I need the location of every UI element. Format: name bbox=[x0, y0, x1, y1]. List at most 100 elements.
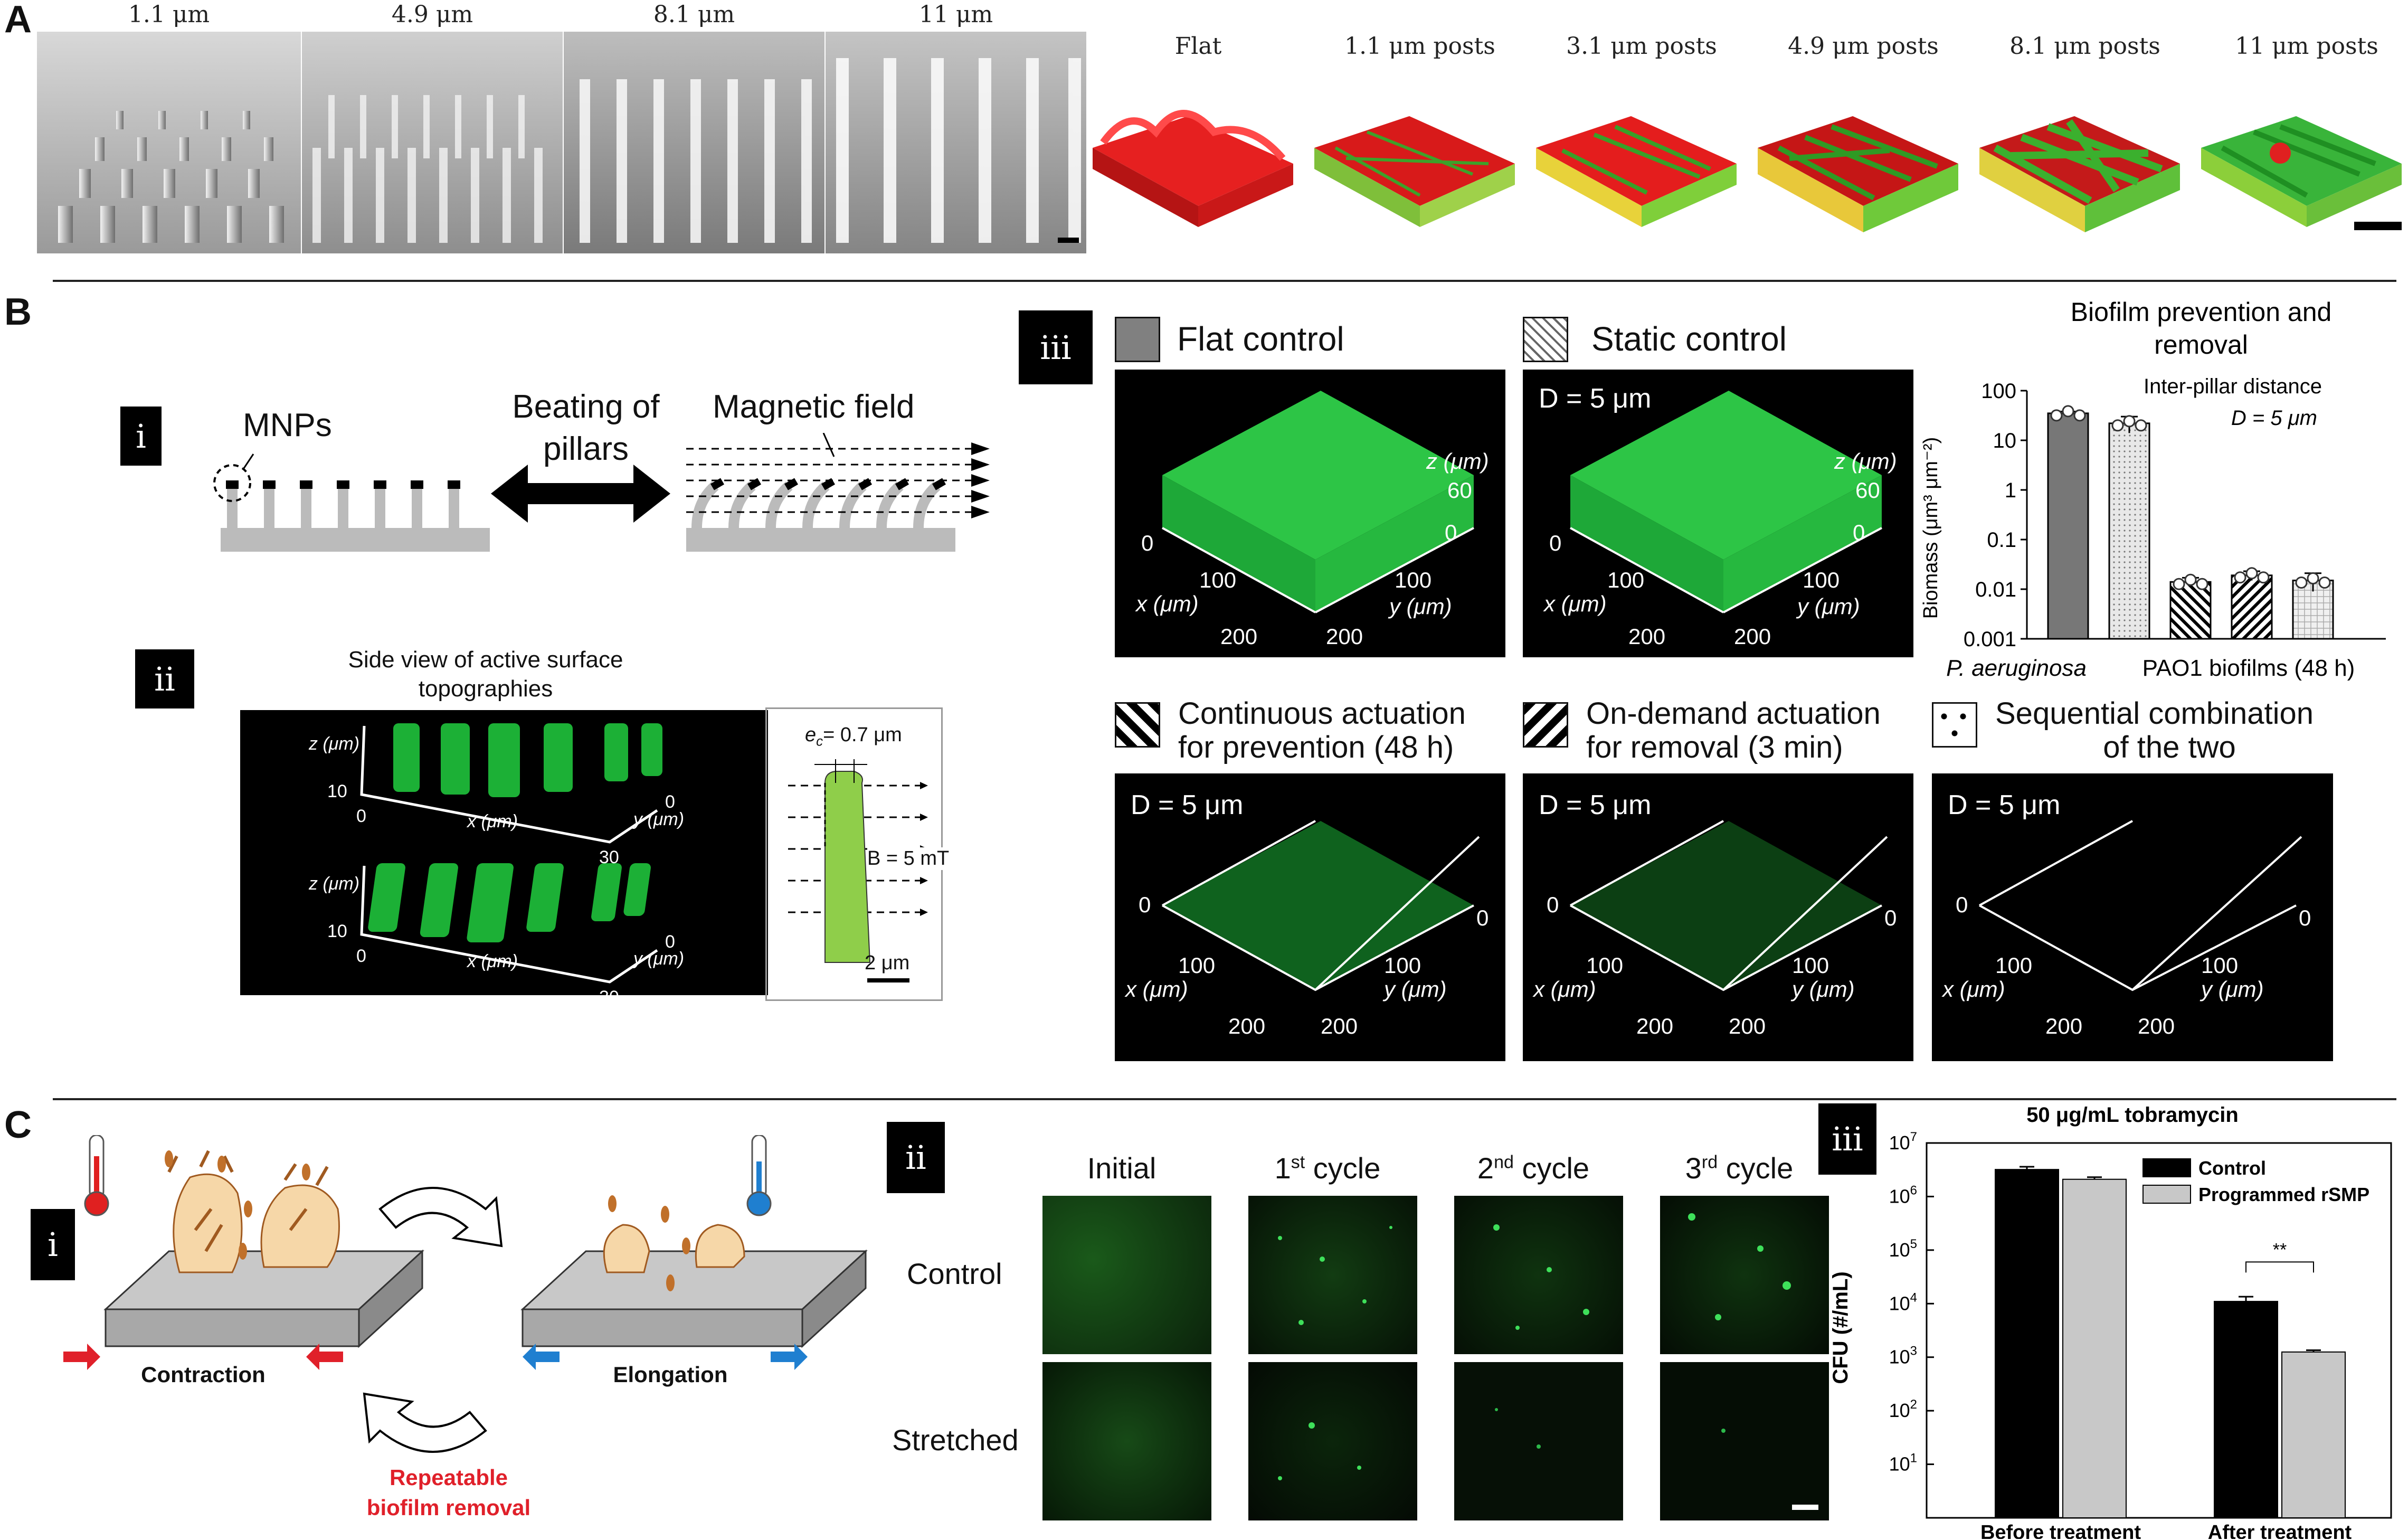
mic-control-cycle1 bbox=[1248, 1196, 1417, 1354]
thermometer-hot-icon bbox=[84, 1135, 109, 1216]
cfu-bar bbox=[2214, 1301, 2278, 1518]
swatch-continuous bbox=[1115, 702, 1160, 748]
svg-text:10: 10 bbox=[327, 921, 347, 941]
svg-text:10: 10 bbox=[327, 781, 347, 801]
side-view-title-l2: topographies bbox=[418, 676, 553, 702]
od-tick-0: 0 bbox=[1547, 892, 1559, 917]
sem-label-2: 4.9 μm bbox=[391, 1, 473, 28]
double-arrow bbox=[491, 465, 670, 523]
continuous-title-l1: Continuous actuation bbox=[1178, 696, 1466, 731]
sequential-d5: D = 5 μm bbox=[1948, 790, 2061, 820]
biomass-point bbox=[2111, 419, 2124, 432]
flat-tick-60: 60 bbox=[1447, 478, 1472, 503]
flat-x-axis: x (μm) bbox=[1136, 591, 1199, 616]
svg-text:0: 0 bbox=[356, 806, 366, 826]
cfu-bar bbox=[1995, 1169, 2059, 1518]
divider-a-b bbox=[53, 280, 2396, 282]
render-label-8-1: 8.1 μm posts bbox=[2009, 33, 2160, 60]
cfu-significance-label: ** bbox=[2273, 1240, 2287, 1260]
biomass-point bbox=[2123, 415, 2136, 428]
mnps-label: MNPs bbox=[243, 407, 332, 443]
render-label-4-9: 4.9 μm posts bbox=[1788, 33, 1939, 60]
render-3-1 bbox=[1536, 116, 1737, 227]
cfu-ytick-label: 103 bbox=[1889, 1344, 1917, 1368]
cfu-ylabel: CFU (#/mL) bbox=[1829, 1271, 1852, 1384]
cfu-legend-swatch bbox=[2142, 1185, 2191, 1204]
cont-tick-100: 100 bbox=[1178, 953, 1216, 978]
static-y-axis: y (μm) bbox=[1797, 594, 1860, 619]
cfu-legend-label: Control bbox=[2198, 1157, 2266, 1179]
biomass-ytick-label: 0.1 bbox=[1987, 528, 2016, 552]
mic-control-cycle2 bbox=[1454, 1196, 1623, 1354]
confocal-ondemand-svg bbox=[1570, 820, 1888, 991]
confocal-flat: 0 100 x (μm) 200 200 100 y (μm) z (μm) 6… bbox=[1115, 370, 1505, 657]
col-cycle-1: 1st cycle bbox=[1274, 1151, 1381, 1185]
seq-y-axis: y (μm) bbox=[2201, 977, 2264, 1002]
biomass-annotation-l1: Inter-pillar distance bbox=[2144, 375, 2322, 398]
biomass-point bbox=[2184, 573, 2197, 586]
sem-pillars-1 bbox=[58, 111, 284, 243]
flat-z-axis: z (μm) bbox=[1426, 449, 1489, 474]
sem-label-3: 8.1 μm bbox=[653, 1, 735, 28]
cfu-frame bbox=[1926, 1142, 2392, 1519]
cfu-ytick-label: 104 bbox=[1889, 1290, 1917, 1314]
cont-tick-0: 0 bbox=[1139, 892, 1151, 917]
repeatable-l1: Repeatable bbox=[389, 1465, 508, 1490]
static-pillars bbox=[213, 454, 490, 552]
panel-b-label: B bbox=[4, 291, 32, 333]
divider-b-c bbox=[53, 1098, 2396, 1100]
cfu-xtick-label: After treatment bbox=[2208, 1522, 2352, 1539]
continuous-title-l2: for prevention (48 h) bbox=[1178, 730, 1454, 764]
render-11 bbox=[2201, 116, 2402, 230]
static-tick-0b: 0 bbox=[1853, 520, 1865, 545]
render-label-flat: Flat bbox=[1174, 33, 1222, 60]
confocal-flat-svg bbox=[1162, 391, 1474, 613]
cfu-bar bbox=[2281, 1351, 2346, 1518]
side-z-label-2: z (μm) bbox=[308, 874, 359, 894]
biomass-title-l1: Biofilm prevention and bbox=[2071, 297, 2332, 327]
ondemand-title-l2: for removal (3 min) bbox=[1586, 730, 1843, 764]
side-view-image: z (μm) 100 x (μm) 30 y (μm)0 z (μm) 100 … bbox=[240, 710, 768, 1006]
bend-scale-label: 2 μm bbox=[865, 952, 910, 974]
cfu-ytick-label: 101 bbox=[1889, 1451, 1917, 1475]
od-tick-100b: 100 bbox=[1792, 953, 1829, 978]
biomass-ylabel: Biomass (μm³ μm⁻²) bbox=[1921, 437, 1942, 619]
biomass-point bbox=[2073, 409, 2086, 422]
static-x-axis: x (μm) bbox=[1544, 591, 1607, 616]
mic-dots-2 bbox=[1493, 1224, 1589, 1330]
cycle-arrows-icon bbox=[363, 1187, 503, 1453]
svg-text:30: 30 bbox=[599, 847, 619, 867]
ondemand-d5: D = 5 μm bbox=[1539, 790, 1652, 820]
svg-text:0: 0 bbox=[356, 946, 366, 966]
mic-dots-4 bbox=[1278, 1422, 1361, 1480]
flat-tick-200b: 200 bbox=[1326, 624, 1363, 649]
actuated-pillars bbox=[686, 433, 990, 552]
od-tick-200b: 200 bbox=[1729, 1014, 1766, 1038]
cfu-ytick-label: 106 bbox=[1889, 1183, 1917, 1207]
mic-stretched-cycle3 bbox=[1660, 1362, 1829, 1520]
render-label-1-1: 1.1 μm posts bbox=[1344, 33, 1495, 60]
od-x-axis: x (μm) bbox=[1533, 977, 1596, 1002]
col-cycle-2: 2nd cycle bbox=[1477, 1151, 1590, 1185]
beating-label: Beating of bbox=[512, 389, 660, 425]
swatch-static bbox=[1523, 317, 1568, 362]
biomass-bar bbox=[2231, 574, 2273, 640]
sequential-title-l1: Sequential combination bbox=[1995, 696, 2314, 731]
cont-tick-100b: 100 bbox=[1384, 953, 1421, 978]
row-control: Control bbox=[907, 1257, 1002, 1290]
biomass-ytick-label: 10 bbox=[1993, 429, 2017, 452]
static-tick-200a: 200 bbox=[1628, 624, 1666, 649]
sem-image-2 bbox=[302, 32, 563, 253]
cfu-xtick-label: Before treatment bbox=[1980, 1522, 2141, 1539]
tag-c-ii: ii bbox=[887, 1122, 945, 1193]
cfu-chart: 50 μg/mL tobramycin 10710610510410310210… bbox=[1829, 1103, 2392, 1539]
confocal-continuous-svg bbox=[1162, 820, 1480, 991]
tag-c-iii: iii bbox=[1818, 1103, 1876, 1175]
svg-text:30: 30 bbox=[599, 987, 619, 1006]
cont-tick-200b: 200 bbox=[1321, 1014, 1358, 1038]
panel-c-label: C bbox=[4, 1104, 32, 1146]
magnetic-field-label: Magnetic field bbox=[713, 389, 915, 425]
biomass-bar bbox=[2169, 581, 2212, 640]
flat-tick-0: 0 bbox=[1141, 531, 1154, 555]
